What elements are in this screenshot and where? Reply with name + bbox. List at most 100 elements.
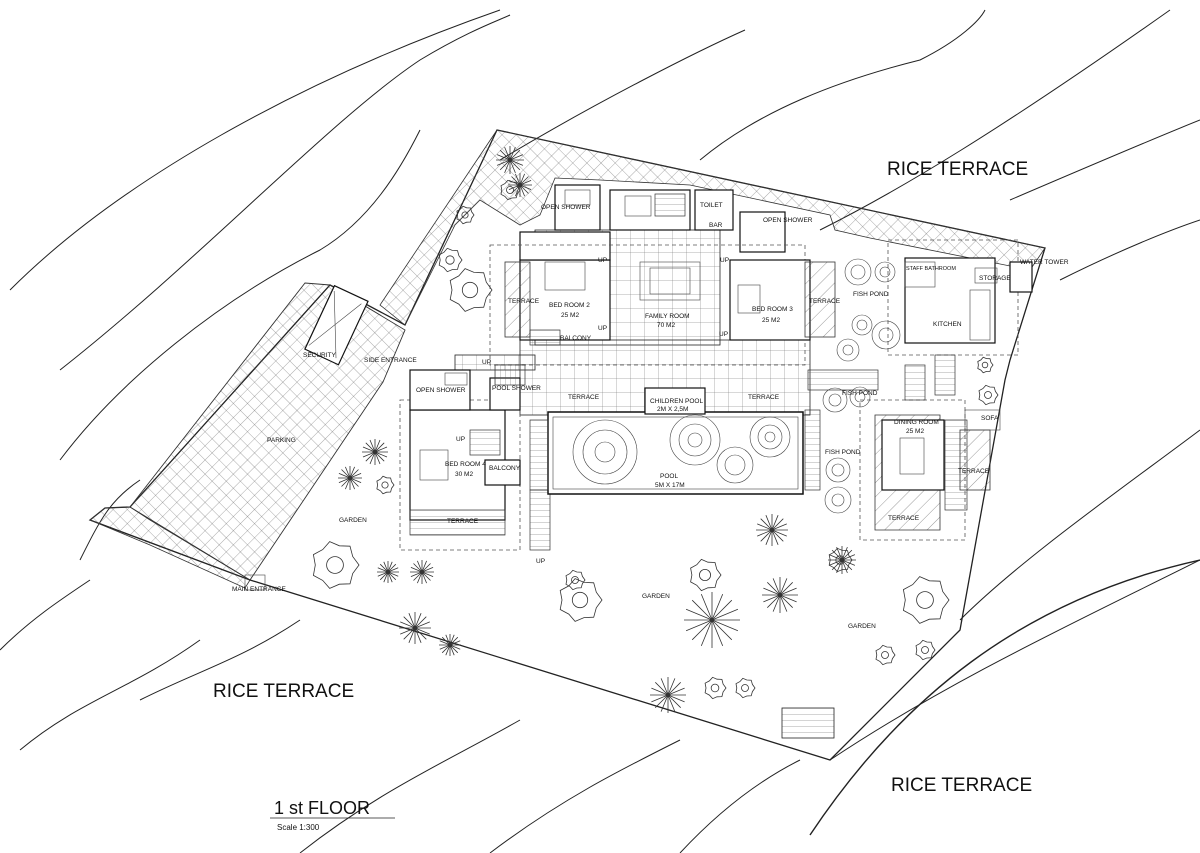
rice-terrace-top-label: RICE TERRACE	[887, 159, 1028, 180]
open-shower-label: OPEN SHOWER	[763, 217, 813, 224]
palm-symbol	[439, 634, 461, 656]
bed-room-4-label: BED ROOM 4	[445, 461, 486, 468]
security-label: SECURITY	[303, 352, 337, 359]
dining-room-label: DINING ROOM	[894, 419, 939, 426]
tree-symbol-center	[506, 186, 514, 194]
tree-symbol	[559, 578, 603, 622]
terrace-label: TERRACE	[958, 468, 990, 475]
tree-symbol-center	[921, 646, 929, 654]
tree-symbol-center	[571, 591, 589, 609]
palm-symbol	[508, 173, 532, 197]
balcony-label: BALCONY	[560, 335, 592, 342]
garden-label: GARDEN	[848, 623, 876, 630]
dining-room-area: 25 M2	[906, 428, 924, 435]
tree-symbol	[735, 677, 756, 699]
tree-symbol	[565, 569, 586, 591]
terrain-contours	[0, 9, 1200, 853]
bed-room-3-area: 25 M2	[762, 317, 780, 324]
tree-symbol	[500, 179, 521, 201]
up-label: UP	[456, 436, 465, 443]
tree-symbol-center	[916, 591, 934, 609]
palm-symbol	[496, 146, 524, 174]
tree-symbol-center	[741, 684, 749, 692]
rice-terrace-left-label: RICE TERRACE	[213, 681, 354, 702]
palm-symbol	[650, 677, 686, 713]
tree-symbol	[875, 644, 896, 666]
tree-symbol-center	[445, 255, 455, 265]
terrace-label: TERRACE	[748, 394, 780, 401]
bed-room-3-label: BED ROOM 3	[752, 306, 793, 313]
garden-label: GARDEN	[339, 517, 367, 524]
kitchen-label: KITCHEN	[933, 321, 962, 328]
tree-symbol-center	[326, 556, 344, 574]
palm-symbol	[684, 592, 740, 648]
bed-room-2-area: 25 M2	[561, 312, 579, 319]
tree-symbol-center	[881, 651, 889, 659]
terrace-label: TERRACE	[447, 518, 479, 525]
up-label: UP	[482, 359, 491, 366]
tree-symbol-center	[699, 569, 712, 582]
pool-label: POOL	[660, 473, 678, 480]
up-label: UP	[720, 257, 729, 264]
side-entrance-label: SIDE ENTRANCE	[364, 357, 417, 364]
tree-symbol-center	[981, 361, 989, 369]
storage-label: STORAGE	[979, 275, 1011, 282]
terrace-label: TERRACE	[508, 298, 540, 305]
palm-symbol	[410, 560, 434, 584]
staff-bathroom-label: STAFF BATHROOM	[906, 266, 956, 272]
tree-symbol-center	[381, 481, 389, 489]
toilet-label: TOILET	[700, 202, 723, 209]
children-pool-size: 2M X 2,5M	[657, 406, 688, 413]
tree-symbol	[312, 541, 360, 589]
tree-symbol	[977, 356, 994, 374]
tree-symbol	[902, 576, 950, 624]
main-entrance-label: MAIN ENTRANCE	[232, 586, 286, 593]
sofa-label: SOFA	[981, 415, 999, 422]
labels: RICE TERRACE RICE TERRACE RICE TERRACE O…	[213, 159, 1069, 832]
tree-symbol-center	[710, 683, 720, 693]
bed-room-4-area: 30 M2	[455, 471, 473, 478]
up-label: UP	[536, 558, 545, 565]
parking-area	[129, 282, 406, 581]
tree-symbol	[915, 639, 936, 661]
main-building	[244, 184, 1033, 739]
family-room-label: FAMILY ROOM	[645, 313, 690, 320]
pool-size: 5M X 17M	[655, 482, 685, 489]
fish-pond-label: FISH POND	[853, 291, 889, 298]
tree-symbol	[456, 205, 475, 225]
water-tower-label: WATER TOWER	[1020, 259, 1069, 266]
terrace-label: TERRACE	[568, 394, 600, 401]
bar-label: BAR	[709, 222, 723, 229]
parking-label: PARKING	[267, 437, 296, 444]
family-room-area: 70 M2	[657, 322, 675, 329]
palm-symbol	[762, 577, 798, 613]
up-label: UP	[598, 257, 607, 264]
trees	[312, 146, 999, 713]
balcony-label: BALCONY	[489, 465, 521, 472]
palm-symbol	[338, 466, 362, 490]
tree-symbol-center	[571, 576, 579, 584]
tree-symbol	[690, 558, 722, 592]
drawing-title: 1 st FLOOR	[274, 798, 370, 818]
garden-label: GARDEN	[642, 593, 670, 600]
tree-symbol-center	[984, 391, 992, 399]
tree-symbol	[438, 247, 463, 273]
fish-pond-label: FISH POND	[825, 449, 861, 456]
terrace-label: TERRACE	[809, 298, 841, 305]
up-label: UP	[598, 325, 607, 332]
up-label: UP	[719, 331, 728, 338]
bed-room-2-label: BED ROOM 2	[549, 302, 590, 309]
palm-symbol	[362, 439, 388, 465]
open-shower-label: OPEN SHOWER	[541, 204, 591, 211]
palm-symbol	[828, 546, 856, 574]
palm-symbol	[377, 561, 399, 583]
rice-terrace-bottom-label: RICE TERRACE	[891, 775, 1032, 796]
palm-symbol	[399, 612, 431, 644]
open-shower-label: OPEN SHOWER	[416, 387, 466, 394]
pool-shower-label: POOL SHOWER	[492, 385, 541, 392]
terrace-label: TERRACE	[888, 515, 920, 522]
tree-symbol	[978, 384, 999, 406]
drawing-scale: Scale 1:300	[277, 823, 320, 832]
children-pool-label: CHILDREN POOL	[650, 398, 703, 405]
